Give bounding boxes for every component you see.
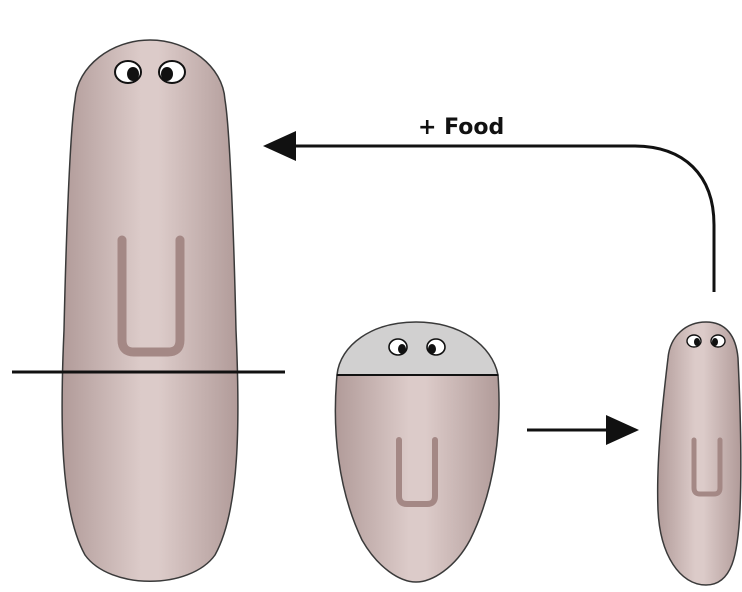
large-flatworm-right-eye-icon: [159, 61, 185, 83]
feeding-arrow: [266, 146, 714, 292]
fragment-body: [335, 375, 499, 582]
small-flatworm-left-eye-icon: [687, 335, 701, 347]
regenerated-head: [337, 322, 498, 375]
large-flatworm-body: [62, 40, 238, 581]
large-flatworm-left-eye-icon: [115, 61, 141, 83]
fragment-left-eye-icon: [389, 339, 407, 355]
small-flatworm: [658, 322, 741, 585]
regenerating-fragment: [335, 322, 499, 582]
fragment-right-eye-icon: [427, 339, 445, 355]
small-flatworm-body: [658, 322, 741, 585]
food-label: + Food: [418, 115, 504, 140]
small-flatworm-right-eye-icon: [711, 335, 725, 347]
large-flatworm: [62, 40, 238, 581]
